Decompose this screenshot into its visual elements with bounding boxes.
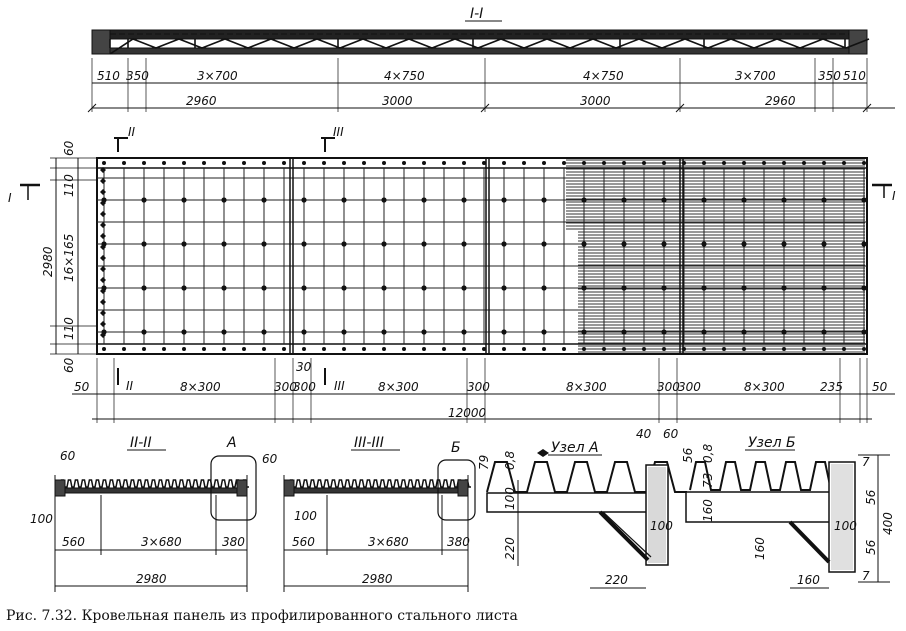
node-b-dim-7-bottom: 7	[862, 569, 870, 583]
callout-b-box	[437, 459, 476, 521]
truss-dim-4x750-right: 4×750	[583, 69, 624, 83]
truss-dim-3x700-right: 3×700	[735, 69, 776, 83]
node-b-dim-160-v2: 160	[753, 537, 767, 560]
sec2-dim-380: 380	[222, 535, 245, 549]
panel-plan: II III II III I I 60 110 16×165 110 60 2…	[8, 125, 896, 423]
plan-dim-300-b: 300	[293, 380, 316, 394]
plan-dim-60-top: 60	[62, 140, 76, 156]
sec2-dim-3x680: 3×680	[141, 535, 182, 549]
node-b-dim-7-top: 7	[862, 455, 870, 469]
panel-bolt-dots	[100, 161, 867, 351]
plan-dim-235: 235	[820, 380, 843, 394]
plan-dim-8x300-c: 8×300	[566, 380, 607, 394]
node-a-dim-40: 40	[636, 427, 652, 441]
node-a-dim-60: 60	[663, 427, 679, 441]
cut-mark-i-left: I	[8, 191, 12, 205]
node-a-dim-79: 79	[477, 455, 491, 470]
plan-dim-50-left: 50	[74, 380, 90, 394]
node-b-dim-56: 56	[681, 447, 695, 463]
plan-dim-50-right: 50	[872, 380, 888, 394]
truss-dim-4x750-left: 4×750	[384, 69, 425, 83]
figure-caption: Рис. 7.32. Кровельная панель из профилир…	[6, 608, 518, 624]
plan-dim-2980: 2980	[41, 246, 55, 277]
callout-a-box	[210, 455, 257, 521]
sheet-profile-iii	[288, 479, 471, 488]
truss-dim-2960-left: 2960	[186, 94, 217, 108]
cut-mark-ii-bottom: II	[126, 379, 134, 393]
plan-dim-300-e: 300	[678, 380, 701, 394]
plan-dim-110-top: 110	[62, 174, 76, 197]
cut-mark-ii-top: II	[128, 125, 136, 139]
truss-dim-510-right: 510	[843, 69, 866, 83]
sec2-dim-2980: 2980	[136, 572, 167, 586]
truss-dim-3000-right: 3000	[580, 94, 611, 108]
section-title-iii-iii: III-III	[354, 435, 384, 451]
truss-dim-2960-right: 2960	[765, 94, 796, 108]
sec3-dim-100: 100	[294, 509, 317, 523]
plan-dim-8x300-a: 8×300	[180, 380, 221, 394]
truss-dim-510-left: 510	[97, 69, 120, 83]
node-a-detail: Узел А 79 0,8 40 60 100 220 100 220	[477, 427, 687, 589]
plan-dim-8x300-b: 8×300	[378, 380, 419, 394]
sec3-dim-560: 560	[292, 535, 315, 549]
truss-web	[109, 38, 870, 55]
plan-dim-300-c: 300	[467, 380, 490, 394]
node-b-dim-160-v: 160	[701, 499, 715, 522]
truss-dim-350-right: 350	[818, 69, 841, 83]
node-b-sheet-profile	[689, 461, 840, 491]
node-a-dim-220: 220	[605, 573, 628, 587]
node-b-dim-160: 160	[797, 573, 820, 587]
node-b-dim-400: 400	[881, 512, 895, 535]
callout-a-label: А	[226, 435, 237, 451]
sec2-dim-60-left: 60	[60, 449, 76, 463]
plan-dim-110-bottom: 110	[62, 317, 76, 340]
node-a-title: Узел А	[551, 440, 599, 456]
cut-mark-i-right: I	[892, 189, 896, 203]
truss-dimension-ticks	[87, 58, 872, 113]
truss-elevation: I-I 510 350 3×700 4×750 4×750 3×700 350 …	[87, 6, 895, 113]
section-title-i-i: I-I	[470, 6, 483, 22]
truss-dim-3x700-left: 3×700	[197, 69, 238, 83]
callout-b-label: Б	[451, 440, 461, 456]
node-b-dim-0-8: 0,8	[701, 444, 715, 463]
node-a-dim-220-v: 220	[503, 537, 517, 560]
sec3-dim-2980: 2980	[362, 572, 393, 586]
node-a-dim-0-8: 0,8	[503, 451, 517, 470]
plan-dim-60-bottom: 60	[62, 357, 76, 373]
section-title-ii-ii: II-II	[130, 435, 152, 451]
plan-dim-300-a: 300	[274, 380, 297, 394]
node-b-dim-56-bottom: 56	[864, 539, 878, 555]
cut-mark-iii-bottom: III	[334, 379, 345, 393]
plan-dim-300-d: 300	[657, 380, 680, 394]
node-a-dim-100-v: 100	[503, 487, 517, 510]
sec3-dim-380: 380	[447, 535, 470, 549]
truss-dim-3000-left: 3000	[382, 94, 413, 108]
sec2-dim-60-right: 60	[262, 452, 278, 466]
sec3-dim-3x680: 3×680	[368, 535, 409, 549]
plan-dim-30: 30	[296, 360, 312, 374]
truss-dim-350-left: 350	[126, 69, 149, 83]
plan-bottom-ticks	[96, 358, 868, 423]
sheet-profile-ii	[59, 479, 249, 488]
plan-dim-16x165: 16×165	[62, 234, 76, 282]
sec2-dim-560: 560	[62, 535, 85, 549]
node-a-dim-100: 100	[650, 519, 673, 533]
profiled-sheet-hatching	[566, 159, 865, 353]
node-b-dim-100: 100	[834, 519, 857, 533]
node-b-detail: Узел Б 56 0,8 73 160 100 160 160 7 56 40…	[681, 435, 895, 589]
plan-dim-12000: 12000	[448, 406, 487, 420]
cut-mark-iii-top: III	[333, 125, 344, 139]
section-ii-ii: II-II А 60 60 100 560 3×680 380 2980	[30, 435, 278, 592]
node-b-dim-56-top: 56	[864, 489, 878, 505]
plan-dim-8x300-d: 8×300	[744, 380, 785, 394]
section-iii-iii: III-III Б 100 560 3×680 380 2980	[283, 435, 476, 592]
plan-left-ticks	[50, 157, 97, 355]
sec2-dim-100: 100	[30, 512, 53, 526]
node-b-dim-73: 73	[701, 473, 715, 488]
node-b-title: Узел Б	[748, 435, 796, 451]
node-a-marker-icon	[537, 449, 549, 457]
